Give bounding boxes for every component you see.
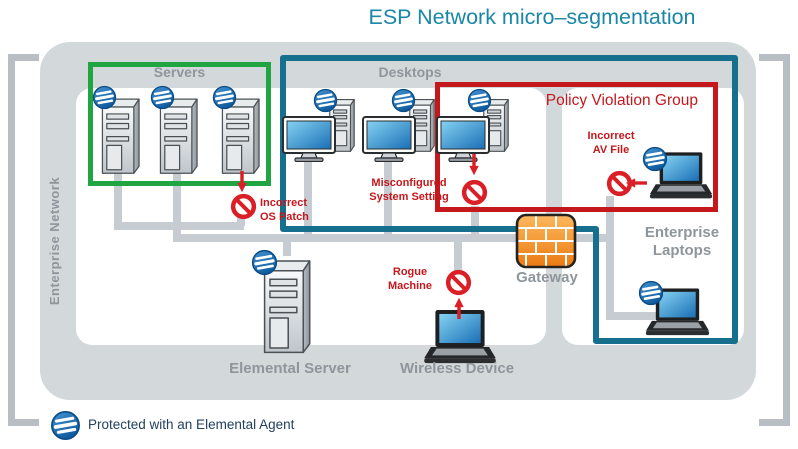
agent-badge-icon	[150, 85, 175, 110]
violation-label-av-file: Incorrect AV File	[587, 130, 635, 157]
legend-agent-badge-icon	[50, 410, 81, 441]
network-wire	[173, 172, 181, 242]
desktops-group-label: Desktops	[378, 64, 442, 80]
gateway-icon	[515, 213, 577, 269]
legend-label: Protected with an Elemental Agent	[88, 417, 295, 432]
violation-arrow-icon	[236, 170, 248, 194]
violation-label-rogue-machine: Rogue Machine	[387, 266, 432, 293]
left-bracket-decoration	[8, 54, 39, 426]
wireless-device-label: Wireless Device	[399, 360, 515, 377]
agent-badge-icon	[92, 85, 117, 110]
diagram-title: ESP Network micro–segmentation	[368, 5, 696, 29]
enterprise-laptops-label: Enterprise Laptops	[644, 224, 720, 259]
desktop-monitor-icon	[362, 116, 416, 162]
violation-label-os-patch: Incorrect OS Patch	[260, 197, 309, 224]
prohibition-icon	[461, 179, 488, 206]
agent-badge-icon	[638, 280, 664, 306]
agent-badge-icon	[391, 88, 416, 113]
servers-group-label: Servers	[153, 64, 206, 80]
violation-arrow-icon	[468, 152, 480, 178]
prohibition-icon	[230, 193, 257, 220]
network-wire	[114, 222, 244, 230]
policy-violation-group-label: Policy Violation Group	[545, 92, 698, 109]
right-bracket-decoration	[759, 54, 790, 426]
violation-label-system-setting: Misconfigured System Setting	[369, 177, 449, 204]
violation-arrow-icon	[453, 296, 465, 320]
agent-badge-icon	[212, 85, 237, 110]
desktop-monitor-icon	[436, 116, 490, 162]
desktop-monitor-icon	[282, 116, 336, 162]
network-wire	[454, 238, 462, 272]
agent-badge-icon	[313, 88, 338, 113]
enterprise-network-label: Enterprise Network	[47, 176, 62, 306]
gateway-label: Gateway	[516, 269, 578, 286]
agent-badge-icon	[251, 249, 278, 276]
servers-group-boundary	[88, 62, 271, 186]
elemental-server-label: Elemental Server	[229, 360, 351, 377]
violation-arrow-icon	[625, 177, 647, 189]
network-wire	[237, 216, 245, 226]
network-wire	[114, 172, 122, 228]
